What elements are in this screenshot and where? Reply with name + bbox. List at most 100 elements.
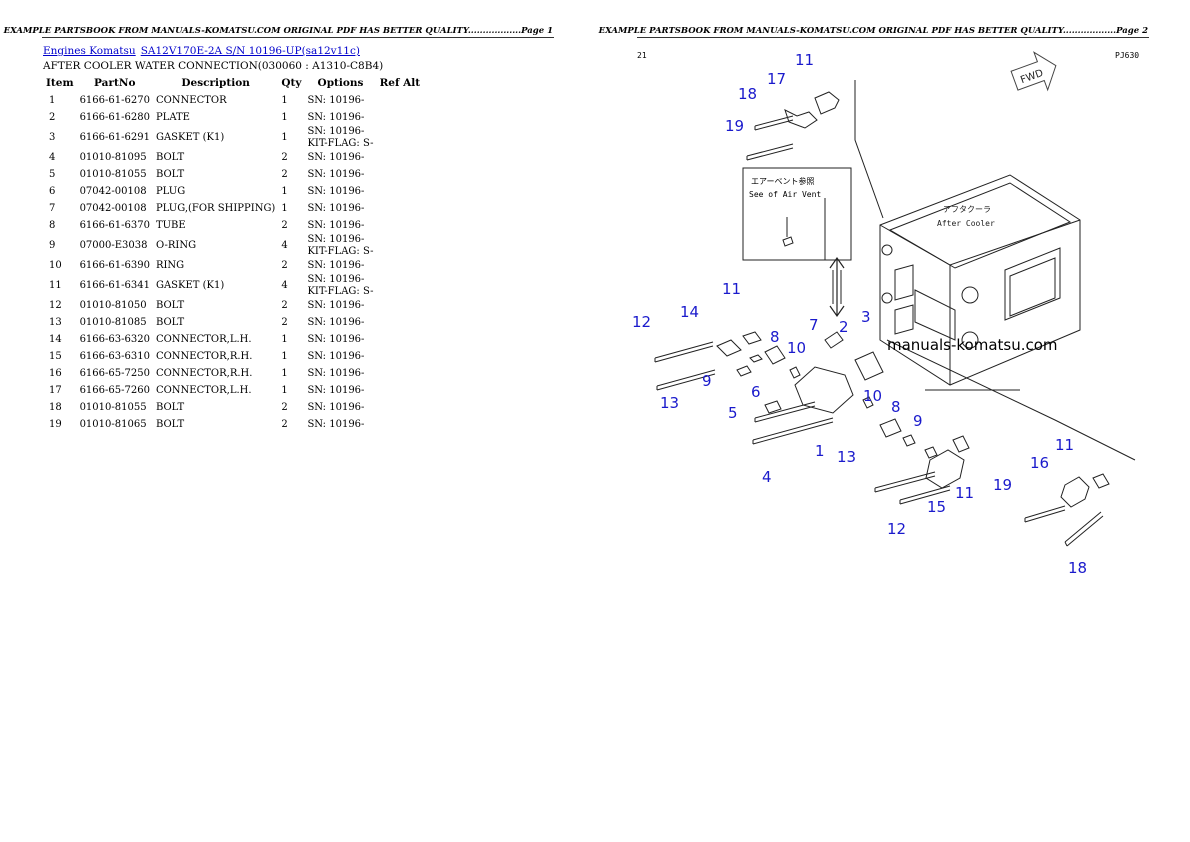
cell-options: SN: 10196-	[307, 317, 365, 329]
cell-item: 11	[49, 280, 62, 292]
air-vent-jp-label: エアーベント参照	[751, 176, 815, 186]
cell-ref-alt	[377, 92, 424, 109]
callout-number: 14	[680, 303, 699, 321]
cell-ref-alt	[377, 400, 424, 417]
cell-item: 1	[49, 94, 56, 106]
cell-partno: 01010-81055	[79, 168, 147, 180]
cell-description: CONNECTOR,L.H.	[155, 334, 252, 346]
cell-ref-alt	[377, 332, 424, 349]
callout-number: 3	[861, 308, 871, 326]
cell-qty: 4	[281, 280, 288, 292]
callout-number: 10	[863, 387, 882, 405]
exploded-parts-diagram: 21 PJ630 FWD エアーベント参照 See of Air Vent	[632, 51, 1139, 577]
watermark-text: manuals-komatsu.com	[887, 336, 1058, 354]
cell-options: SN: 10196-	[307, 94, 365, 106]
cell-qty: 1	[281, 385, 288, 397]
cell-description: CONNECTOR,R.H.	[155, 368, 253, 380]
cell-item: 3	[49, 131, 56, 143]
cell-partno: 6166-61-6270	[79, 94, 150, 106]
cell-options: SN: 10196- KIT-FLAG: S-	[307, 234, 374, 257]
cell-item: 18	[49, 402, 62, 414]
callout-number: 9	[913, 412, 923, 430]
right-connector-assembly	[874, 435, 1110, 547]
column-header-description: Description	[181, 77, 250, 89]
cell-qty: 2	[281, 151, 288, 163]
breadcrumb-link-engines[interactable]: Engines Komatsu	[43, 45, 136, 57]
cell-partno: 01010-81050	[79, 300, 147, 312]
top-connector-assembly	[746, 91, 840, 161]
callout-number: 18	[1068, 559, 1087, 577]
cell-options: SN: 10196-	[307, 368, 365, 380]
cell-qty: 2	[281, 300, 288, 312]
cell-qty: 2	[281, 168, 288, 180]
cell-ref-alt	[377, 366, 424, 383]
cell-ref-alt	[377, 417, 424, 434]
diagram-code-label: PJ630	[1115, 51, 1139, 60]
column-header-item: Item	[46, 77, 74, 89]
cell-qty: 1	[281, 94, 288, 106]
callout-number: 16	[1030, 454, 1049, 472]
cell-partno: 6166-63-6320	[79, 334, 150, 346]
cell-qty: 1	[281, 368, 288, 380]
parts-table: Item PartNo Description Qty Options Ref …	[43, 76, 423, 434]
cell-item: 17	[49, 385, 62, 397]
callout-number: 6	[751, 383, 761, 401]
cell-description: O-RING	[155, 239, 197, 251]
cell-item: 16	[49, 368, 62, 380]
air-vent-reference-box: エアーベント参照 See of Air Vent	[742, 167, 852, 261]
cell-ref-alt	[377, 257, 424, 274]
breadcrumb-link-model[interactable]: SA12V170E-2A S/N 10196-UP(sa12v11c)	[140, 45, 360, 57]
header-divider	[42, 37, 554, 38]
after-cooler-jp-label: アフタクーラ	[943, 205, 991, 214]
callout-number: 19	[993, 476, 1012, 494]
cell-partno: 01010-81065	[79, 419, 147, 431]
after-cooler-body: アフタクーラ After Cooler	[854, 80, 1136, 461]
callout-number: 5	[728, 404, 738, 422]
after-cooler-en-label: After Cooler	[937, 219, 995, 228]
cell-ref-alt	[377, 200, 424, 217]
page-header: EXAMPLE PARTSBOOK FROM MANUALS-KOMATSU.C…	[598, 26, 1148, 36]
cell-item: 8	[49, 219, 56, 231]
table-header-row: Item PartNo Description Qty Options Ref …	[43, 76, 423, 92]
connector-double-arrow-icon	[829, 256, 845, 318]
cell-ref-alt	[377, 383, 424, 400]
cell-item: 13	[49, 317, 62, 329]
cell-ref-alt	[377, 109, 424, 126]
cell-ref-alt	[377, 166, 424, 183]
cell-item: 4	[49, 151, 56, 163]
cell-partno: 6166-61-6341	[79, 280, 150, 292]
cell-options: SN: 10196- KIT-FLAG: S-	[307, 274, 374, 297]
cell-options: SN: 10196-	[307, 151, 365, 163]
cell-options: SN: 10196-	[307, 419, 365, 431]
callout-number: 17	[767, 70, 786, 88]
cell-item: 15	[49, 351, 62, 363]
callout-number: 10	[787, 339, 806, 357]
cell-ref-alt	[377, 217, 424, 234]
cell-ref-alt	[377, 298, 424, 315]
cell-description: PLATE	[155, 111, 190, 123]
cell-options: SN: 10196- KIT-FLAG: S-	[307, 126, 374, 149]
cell-options: SN: 10196-	[307, 260, 365, 272]
diagram-corner-label: 21	[637, 51, 647, 60]
cell-description: GASKET (K1)	[155, 131, 225, 143]
cell-ref-alt	[377, 274, 424, 297]
cell-options: SN: 10196-	[307, 219, 365, 231]
cell-partno: 07042-00108	[79, 202, 147, 214]
cell-description: BOLT	[155, 151, 185, 163]
cell-description: RING	[155, 260, 185, 272]
cell-description: PLUG,(FOR SHIPPING)	[155, 202, 276, 214]
cell-description: CONNECTOR,L.H.	[155, 385, 252, 397]
cell-options: SN: 10196-	[307, 168, 365, 180]
cell-description: BOLT	[155, 168, 185, 180]
cell-qty: 2	[281, 419, 288, 431]
cell-partno: 07000-E3038	[79, 239, 148, 251]
cell-description: GASKET (K1)	[155, 280, 225, 292]
column-header-qty: Qty	[281, 77, 302, 89]
